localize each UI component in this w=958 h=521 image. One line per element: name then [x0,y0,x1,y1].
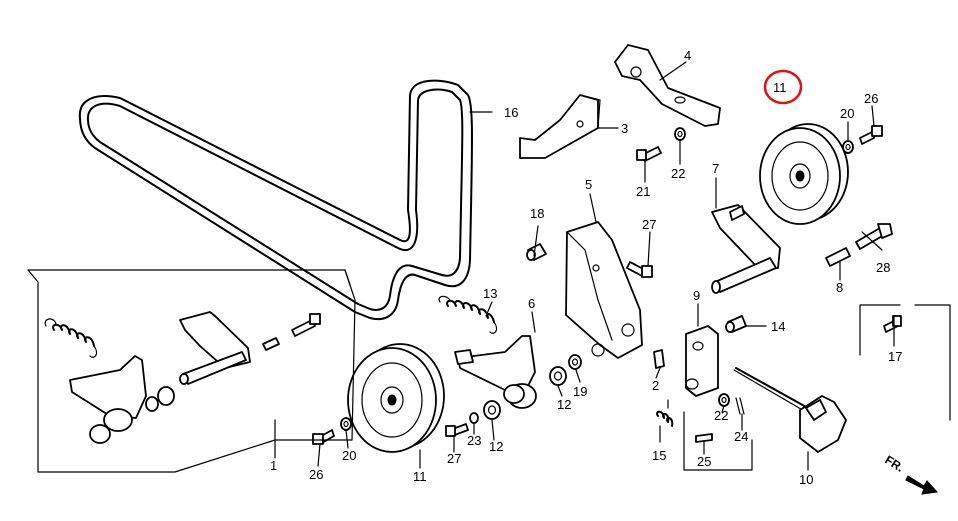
callout-23: 23 [467,433,481,448]
bolt-part-26-bottom [312,429,335,445]
callout-9: 9 [693,288,700,303]
bolt-part-17 [883,315,902,333]
callout-11-top: 11 [773,80,787,95]
callout-26-top: 26 [864,91,878,106]
cotter-part-24 [735,397,745,415]
callout-17: 17 [888,349,902,364]
callout-4: 4 [684,48,691,63]
bushing-part-12-mid [549,366,567,386]
callout-20-top: 20 [840,106,854,121]
leader-lines [274,61,895,471]
callout-5: 5 [585,177,592,192]
callout-28: 28 [876,260,890,275]
plate-part-4 [614,44,721,127]
drive-belt [78,79,473,320]
tension-arm-part-7 [711,204,781,294]
spring-part-15 [656,410,674,427]
washer-part-22-top [674,127,686,141]
part-15-25-border [667,399,753,471]
callout-19: 19 [573,384,587,399]
callout-27-bottom: 27 [447,451,461,466]
callout-15: 15 [652,448,666,463]
callout-11-bottom: 11 [413,469,427,484]
callout-16: 16 [504,105,518,120]
pin-part-25 [695,433,713,443]
bracket-part-9 [685,325,719,397]
collar-part-14 [725,315,747,333]
callout-3: 3 [621,121,628,136]
adjuster-knob-part-10 [733,367,847,453]
callout-20-bottom: 20 [342,448,356,463]
bolt-part-26-top [859,125,883,145]
callout-13: 13 [483,286,497,301]
highlight-circle [763,69,803,105]
washer-part-19 [568,354,582,370]
bushing-part-12-lower [483,400,501,420]
callout-24: 24 [734,429,748,444]
callout-27-top: 27 [642,217,656,232]
washer-part-22-bottom [718,393,730,407]
bolt-part-27-top [626,261,653,278]
washer-part-20-bottom [340,417,352,431]
callout-14: 14 [771,319,785,334]
bolt-part-28 [855,223,893,250]
callout-26-bottom: 26 [309,467,323,482]
callouts: 16 3 4 5 6 7 8 9 10 11 11 12 12 13 14 15… [270,48,902,487]
front-direction-arrow: FR. [882,453,939,495]
callout-22-top: 22 [671,166,685,181]
callout-10: 10 [799,472,813,487]
assembly-part-1 [44,311,321,444]
bolt-part-21 [636,146,662,162]
callout-2: 2 [652,378,659,393]
washer-part-20-top [842,140,854,154]
callout-22-bottom: 22 [714,408,728,423]
callout-12-b: 12 [489,439,503,454]
washer-part-23 [469,412,479,424]
idler-pulley-bottom [347,343,445,453]
callout-1: 1 [270,458,277,473]
collar-part-18 [526,243,547,261]
callout-18: 18 [530,206,544,221]
callout-21: 21 [636,184,650,199]
callout-6: 6 [528,296,535,311]
arrow-icon [905,475,939,495]
callout-25: 25 [697,454,711,469]
bracket-part-5 [565,221,643,359]
spring-part-13 [438,295,498,334]
bracket-part-3 [519,94,601,159]
front-indicator-label: FR. [882,453,906,475]
bolt-part-2 [653,349,665,369]
arm-part-6 [454,335,537,409]
callout-7: 7 [712,161,719,176]
idler-pulley-top [759,123,849,225]
part-17-border [859,304,951,421]
pin-part-8 [825,247,851,267]
bolt-part-27-bottom [445,423,469,437]
callout-12-a: 12 [557,397,571,412]
callout-8: 8 [836,280,843,295]
